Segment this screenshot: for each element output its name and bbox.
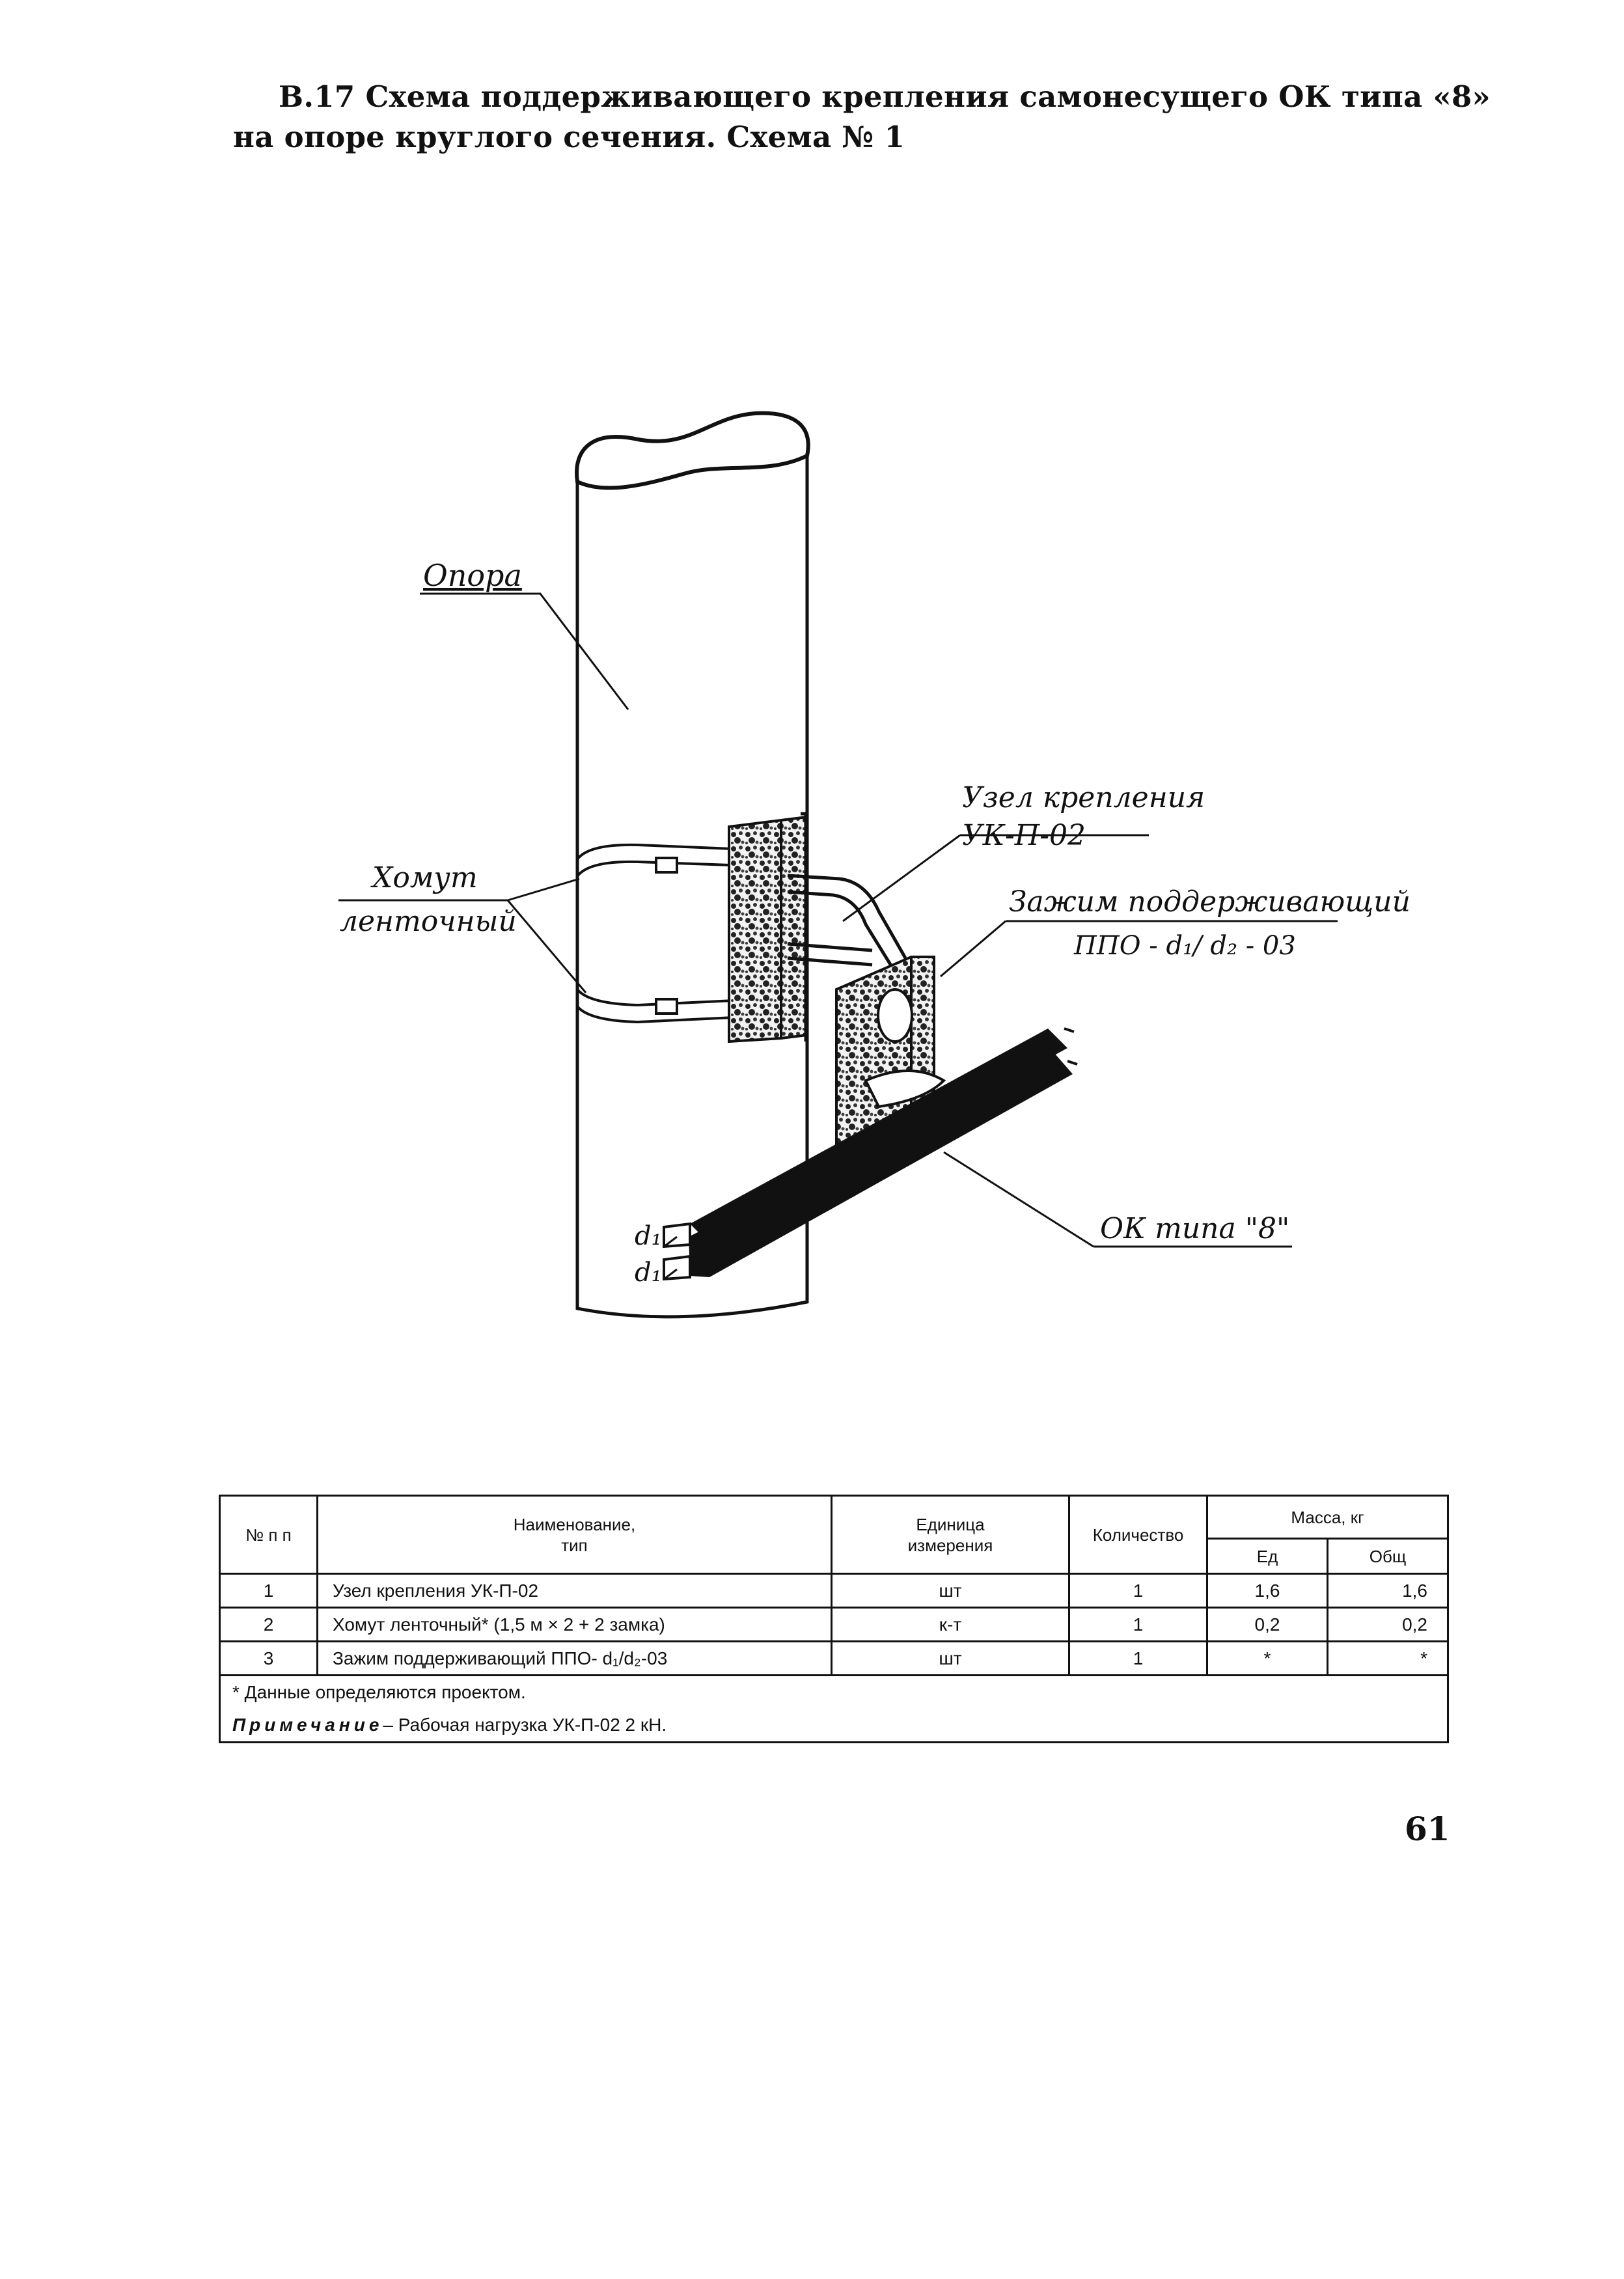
row-unit: шт: [831, 1640, 1070, 1676]
support-clamp: [835, 956, 946, 1154]
row-mass-total: *: [1327, 1640, 1449, 1676]
header-unit: Единица измерения: [831, 1495, 1070, 1575]
label-mount-1: Узел крепления: [962, 781, 1205, 814]
label-clamp-2: ленточный: [340, 905, 517, 938]
header-mass: Масса, кг: [1206, 1495, 1449, 1540]
label-clamp-1: Хомут: [370, 861, 478, 894]
row-qty: 1: [1068, 1607, 1208, 1642]
mount-bracket: [728, 812, 808, 1043]
heading: В.17 Схема поддерживающего крепления сам…: [233, 77, 1491, 158]
row-name: Зажим поддерживающий ППО- d₁/d₂-03: [316, 1640, 833, 1676]
row-num: 3: [219, 1640, 318, 1676]
row-name: Хомут ленточный* (1,5 м × 2 + 2 замка): [316, 1607, 833, 1642]
cable: [663, 1027, 1078, 1281]
row-qty: 1: [1068, 1640, 1208, 1676]
pole: [575, 411, 810, 1319]
note-label: Примечание: [232, 1715, 383, 1735]
mounting-diagram: Опора Узел крепления УК-П-02 Хомут ленто…: [338, 411, 1411, 1319]
row-mass-total: 1,6: [1327, 1573, 1449, 1609]
row-mass-unit: *: [1206, 1640, 1328, 1676]
label-pole: Опора: [423, 558, 522, 593]
header-num: № п п: [219, 1495, 318, 1575]
table-row: 2 Хомут ленточный* (1,5 м × 2 + 2 замка)…: [219, 1607, 1449, 1642]
band-clamps: [576, 843, 749, 1024]
header-name-line-1: Наименование,: [513, 1514, 636, 1534]
header-qty: Количество: [1068, 1495, 1208, 1575]
row-mass-unit: 0,2: [1206, 1607, 1328, 1642]
label-mount-2: УК-П-02: [962, 819, 1086, 852]
label-support-2: ППО - d₁/ d₂ - 03: [1073, 931, 1296, 961]
row-num: 1: [219, 1573, 318, 1609]
label-support-1: Зажим поддерживающий: [1009, 885, 1411, 919]
label-d1-bottom: d₁: [635, 1258, 662, 1288]
row-num: 2: [219, 1607, 318, 1642]
header-mass-unit: Ед: [1206, 1538, 1328, 1575]
table-row: 1 Узел крепления УК-П-02 шт 1 1,6 1,6: [219, 1573, 1449, 1609]
table-row: 3 Зажим поддерживающий ППО- d₁/d₂-03 шт …: [219, 1640, 1449, 1676]
row-mass-total: 0,2: [1327, 1607, 1449, 1642]
header-name: Наименование, тип: [316, 1495, 833, 1575]
page-number: 61: [1405, 1810, 1450, 1848]
table-note: Примечание– Рабочая нагрузка УК-П-02 2 к…: [219, 1709, 1449, 1743]
header-name-line-2: тип: [561, 1535, 588, 1555]
row-unit: к-т: [831, 1607, 1070, 1642]
header-unit-line-1: Единица: [916, 1514, 985, 1534]
table-footnote: * Данные определяются проектом.: [219, 1674, 1449, 1709]
heading-line-1: В.17 Схема поддерживающего крепления сам…: [279, 79, 1491, 114]
label-cable: ОК типа "8": [1100, 1212, 1289, 1245]
row-mass-unit: 1,6: [1206, 1573, 1328, 1609]
heading-line-2: на опоре круглого сечения. Схема № 1: [233, 120, 905, 154]
row-qty: 1: [1068, 1573, 1208, 1609]
label-d1-top: d₁: [635, 1221, 662, 1251]
header-mass-total: Общ: [1327, 1538, 1449, 1575]
header-unit-line-2: измерения: [907, 1535, 993, 1555]
specification-table: № п п Наименование, тип Единица измерени…: [219, 1495, 1449, 1743]
row-unit: шт: [831, 1573, 1070, 1609]
note-text: – Рабочая нагрузка УК-П-02 2 кН.: [383, 1715, 667, 1735]
row-name: Узел крепления УК-П-02: [316, 1573, 833, 1609]
leader-lines: [338, 592, 1338, 1248]
